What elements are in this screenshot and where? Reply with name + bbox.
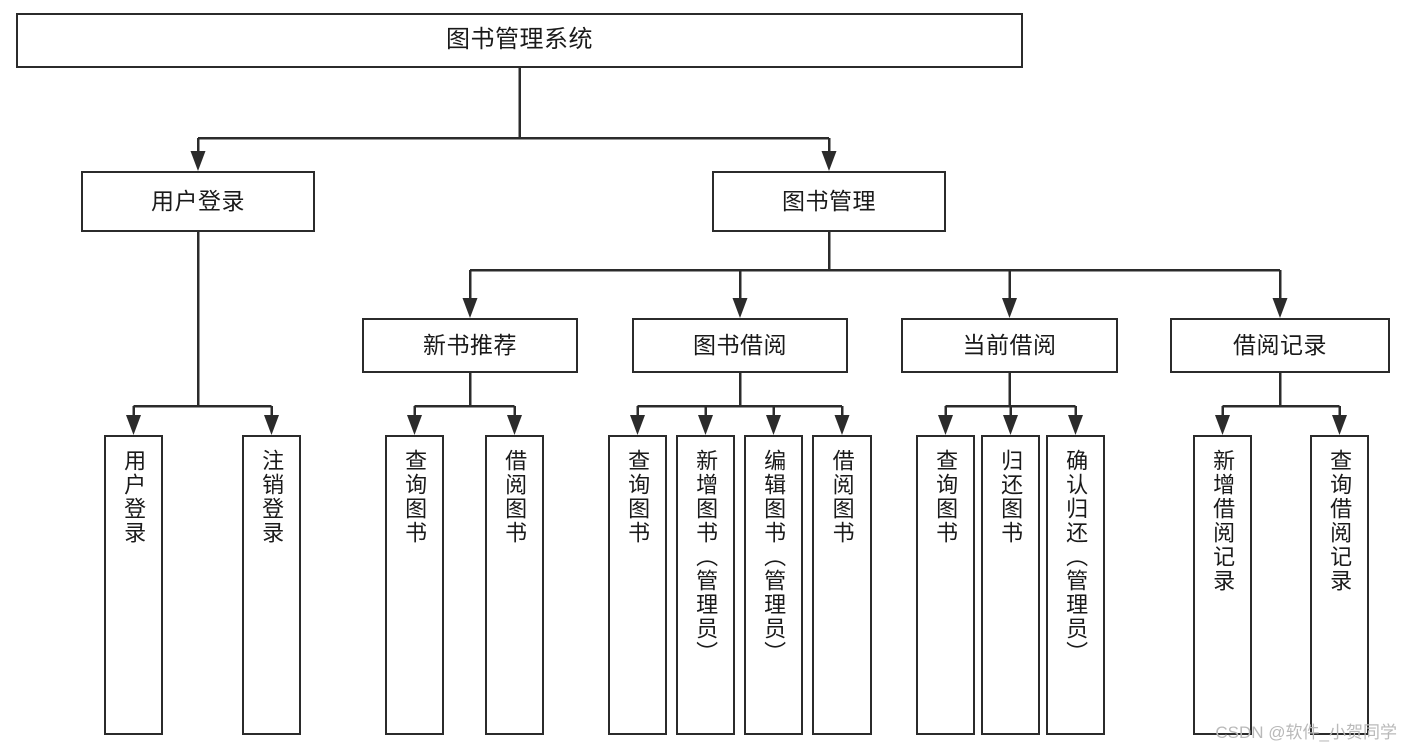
node-label: 注销登录 bbox=[259, 449, 285, 545]
node-label: 图书借阅 bbox=[693, 331, 787, 358]
node-label: 借阅图书 bbox=[502, 449, 528, 545]
node-label: 新增借阅记录 bbox=[1210, 449, 1236, 593]
node-label: 查询借阅记录 bbox=[1327, 449, 1353, 593]
node-leaf-borrow-book-2[interactable]: 借阅图书 bbox=[812, 435, 872, 735]
node-new-book-recommend[interactable]: 新书推荐 bbox=[362, 318, 578, 373]
node-leaf-edit-book[interactable]: 编辑图书（管理员） bbox=[744, 435, 803, 735]
node-leaf-user-login[interactable]: 用户登录 bbox=[104, 435, 163, 735]
node-leaf-add-record[interactable]: 新增借阅记录 bbox=[1193, 435, 1252, 735]
node-label: 当前借阅 bbox=[962, 331, 1057, 358]
node-leaf-logout[interactable]: 注销登录 bbox=[242, 435, 301, 735]
node-leaf-query-book-1[interactable]: 查询图书 bbox=[385, 435, 444, 735]
node-label: 图书管理 bbox=[782, 187, 876, 214]
node-label: 编辑图书（管理员） bbox=[761, 449, 787, 665]
node-label: 图书管理系统 bbox=[446, 26, 593, 54]
node-book-borrow[interactable]: 图书借阅 bbox=[632, 318, 848, 373]
node-book-management[interactable]: 图书管理 bbox=[712, 171, 946, 232]
node-leaf-borrow-book-1[interactable]: 借阅图书 bbox=[485, 435, 544, 735]
node-label: 查询图书 bbox=[625, 449, 651, 545]
node-leaf-add-book[interactable]: 新增图书（管理员） bbox=[676, 435, 735, 735]
node-label: 新增图书（管理员） bbox=[693, 449, 719, 665]
node-leaf-confirm-return[interactable]: 确认归还（管理员） bbox=[1046, 435, 1105, 735]
node-root[interactable]: 图书管理系统 bbox=[16, 13, 1023, 68]
node-label: 确认归还（管理员） bbox=[1063, 449, 1089, 665]
node-label: 用户登录 bbox=[121, 449, 147, 545]
node-leaf-return-book[interactable]: 归还图书 bbox=[981, 435, 1040, 735]
watermark-text: CSDN @软件_小贺同学 bbox=[1215, 723, 1397, 742]
node-borrow-record[interactable]: 借阅记录 bbox=[1170, 318, 1390, 373]
node-user-login[interactable]: 用户登录 bbox=[81, 171, 315, 232]
node-label: 查询图书 bbox=[402, 449, 428, 545]
node-leaf-query-book-3[interactable]: 查询图书 bbox=[916, 435, 975, 735]
node-leaf-query-record[interactable]: 查询借阅记录 bbox=[1310, 435, 1369, 735]
node-label: 归还图书 bbox=[998, 449, 1024, 545]
node-label: 新书推荐 bbox=[423, 331, 517, 358]
node-label: 借阅记录 bbox=[1233, 331, 1327, 358]
node-leaf-query-book-2[interactable]: 查询图书 bbox=[608, 435, 667, 735]
node-label: 查询图书 bbox=[933, 449, 959, 545]
node-label: 用户登录 bbox=[151, 187, 245, 214]
node-label: 借阅图书 bbox=[829, 449, 855, 545]
node-current-borrow[interactable]: 当前借阅 bbox=[901, 318, 1118, 373]
